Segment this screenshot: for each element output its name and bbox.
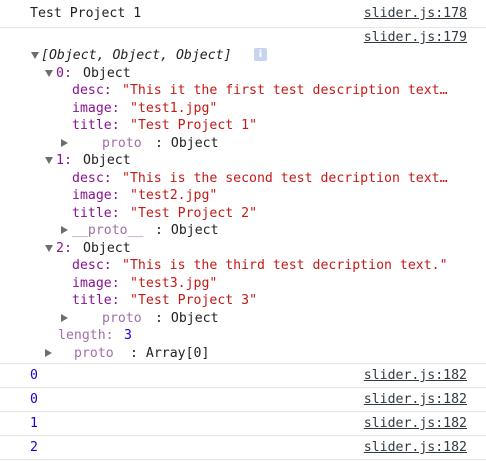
- array-item-2[interactable]: 2: Object: [0, 240, 486, 258]
- console-log-number: 0: [30, 392, 38, 407]
- property-row: desc: "This is the third test decription…: [72, 258, 448, 273]
- item-type: Object: [83, 240, 131, 256]
- console-log-number: 0: [30, 368, 38, 383]
- console-message: 1 slider.js:182: [0, 412, 486, 436]
- item-type: Object: [83, 153, 131, 168]
- property-row: desc: "This it the first test descriptio…: [72, 83, 448, 98]
- collapse-triangle-icon[interactable]: [61, 313, 68, 322]
- property-value: "test2.jpg": [130, 188, 218, 203]
- property-row: desc: "This is the second test decriptio…: [72, 170, 448, 186]
- property-row: title: "Test Project 2": [72, 205, 258, 221]
- collapse-triangle-icon[interactable]: [61, 138, 68, 147]
- source-link[interactable]: slider.js:182: [363, 416, 467, 431]
- property-value: "Test Project 2": [130, 205, 258, 221]
- info-icon[interactable]: i: [254, 47, 267, 61]
- source-link[interactable]: slider.js:182: [363, 440, 467, 455]
- property-row: title: "Test Project 1": [72, 118, 258, 133]
- array-proto-row[interactable]: proto : Array[0]: [0, 345, 486, 363]
- property-value: "test3.jpg": [130, 275, 218, 291]
- collapse-triangle-icon[interactable]: [61, 226, 68, 234]
- array-summary: [Object, Object, Object]: [41, 48, 232, 63]
- source-link[interactable]: slider.js:182: [363, 392, 467, 407]
- expand-triangle-icon[interactable]: [31, 52, 39, 59]
- array-header[interactable]: [Object, Object, Object] i: [0, 47, 486, 65]
- property-row: image: "test1.jpg": [72, 100, 218, 116]
- item-index: 0:: [56, 65, 72, 81]
- length-row: length: 3: [58, 328, 132, 343]
- expand-triangle-icon[interactable]: [45, 244, 53, 252]
- console-message: Test Project 1 slider.js:178: [0, 0, 486, 28]
- property-row: image: "test3.jpg": [72, 275, 218, 291]
- console-message: slider.js:179 [Object, Object, Object] i…: [0, 28, 486, 364]
- item-index: 2:: [56, 240, 72, 256]
- source-link[interactable]: slider.js:178: [363, 6, 467, 21]
- console-message: 0 slider.js:182: [0, 388, 486, 412]
- property-value: "test1.jpg": [130, 100, 218, 116]
- console-message: 0 slider.js:182: [0, 364, 486, 388]
- collapse-triangle-icon[interactable]: [45, 348, 52, 357]
- expand-triangle-icon[interactable]: [45, 69, 53, 77]
- property-value: "Test Project 3": [130, 293, 258, 308]
- length-value: 3: [124, 328, 132, 343]
- item-index: 1:: [56, 153, 72, 168]
- console-log-number: 1: [30, 416, 38, 431]
- source-link[interactable]: slider.js:179: [363, 30, 467, 45]
- proto-row[interactable]: proto : Object: [0, 310, 486, 328]
- array-item-1[interactable]: 1: Object: [0, 152, 486, 170]
- property-value: "This is the second test decription text…: [122, 170, 448, 186]
- property-value: "This is the third test decription text.…: [122, 258, 448, 273]
- proto-row[interactable]: __proto__ : Object: [0, 222, 486, 240]
- property-row: image: "test2.jpg": [72, 188, 218, 203]
- console-log-number: 2: [30, 440, 38, 455]
- property-value: "This it the first test description text…: [122, 83, 448, 98]
- property-row: title: "Test Project 3": [72, 293, 258, 308]
- property-value: "Test Project 1": [130, 118, 258, 133]
- console-log-text: Test Project 1: [30, 6, 142, 21]
- expand-triangle-icon[interactable]: [45, 157, 53, 164]
- source-link[interactable]: slider.js:182: [363, 368, 467, 383]
- proto-row[interactable]: proto : Object: [0, 135, 486, 153]
- array-item-0[interactable]: 0: Object: [0, 65, 486, 83]
- console-message: 2 slider.js:182: [0, 436, 486, 460]
- item-type: Object: [83, 65, 131, 81]
